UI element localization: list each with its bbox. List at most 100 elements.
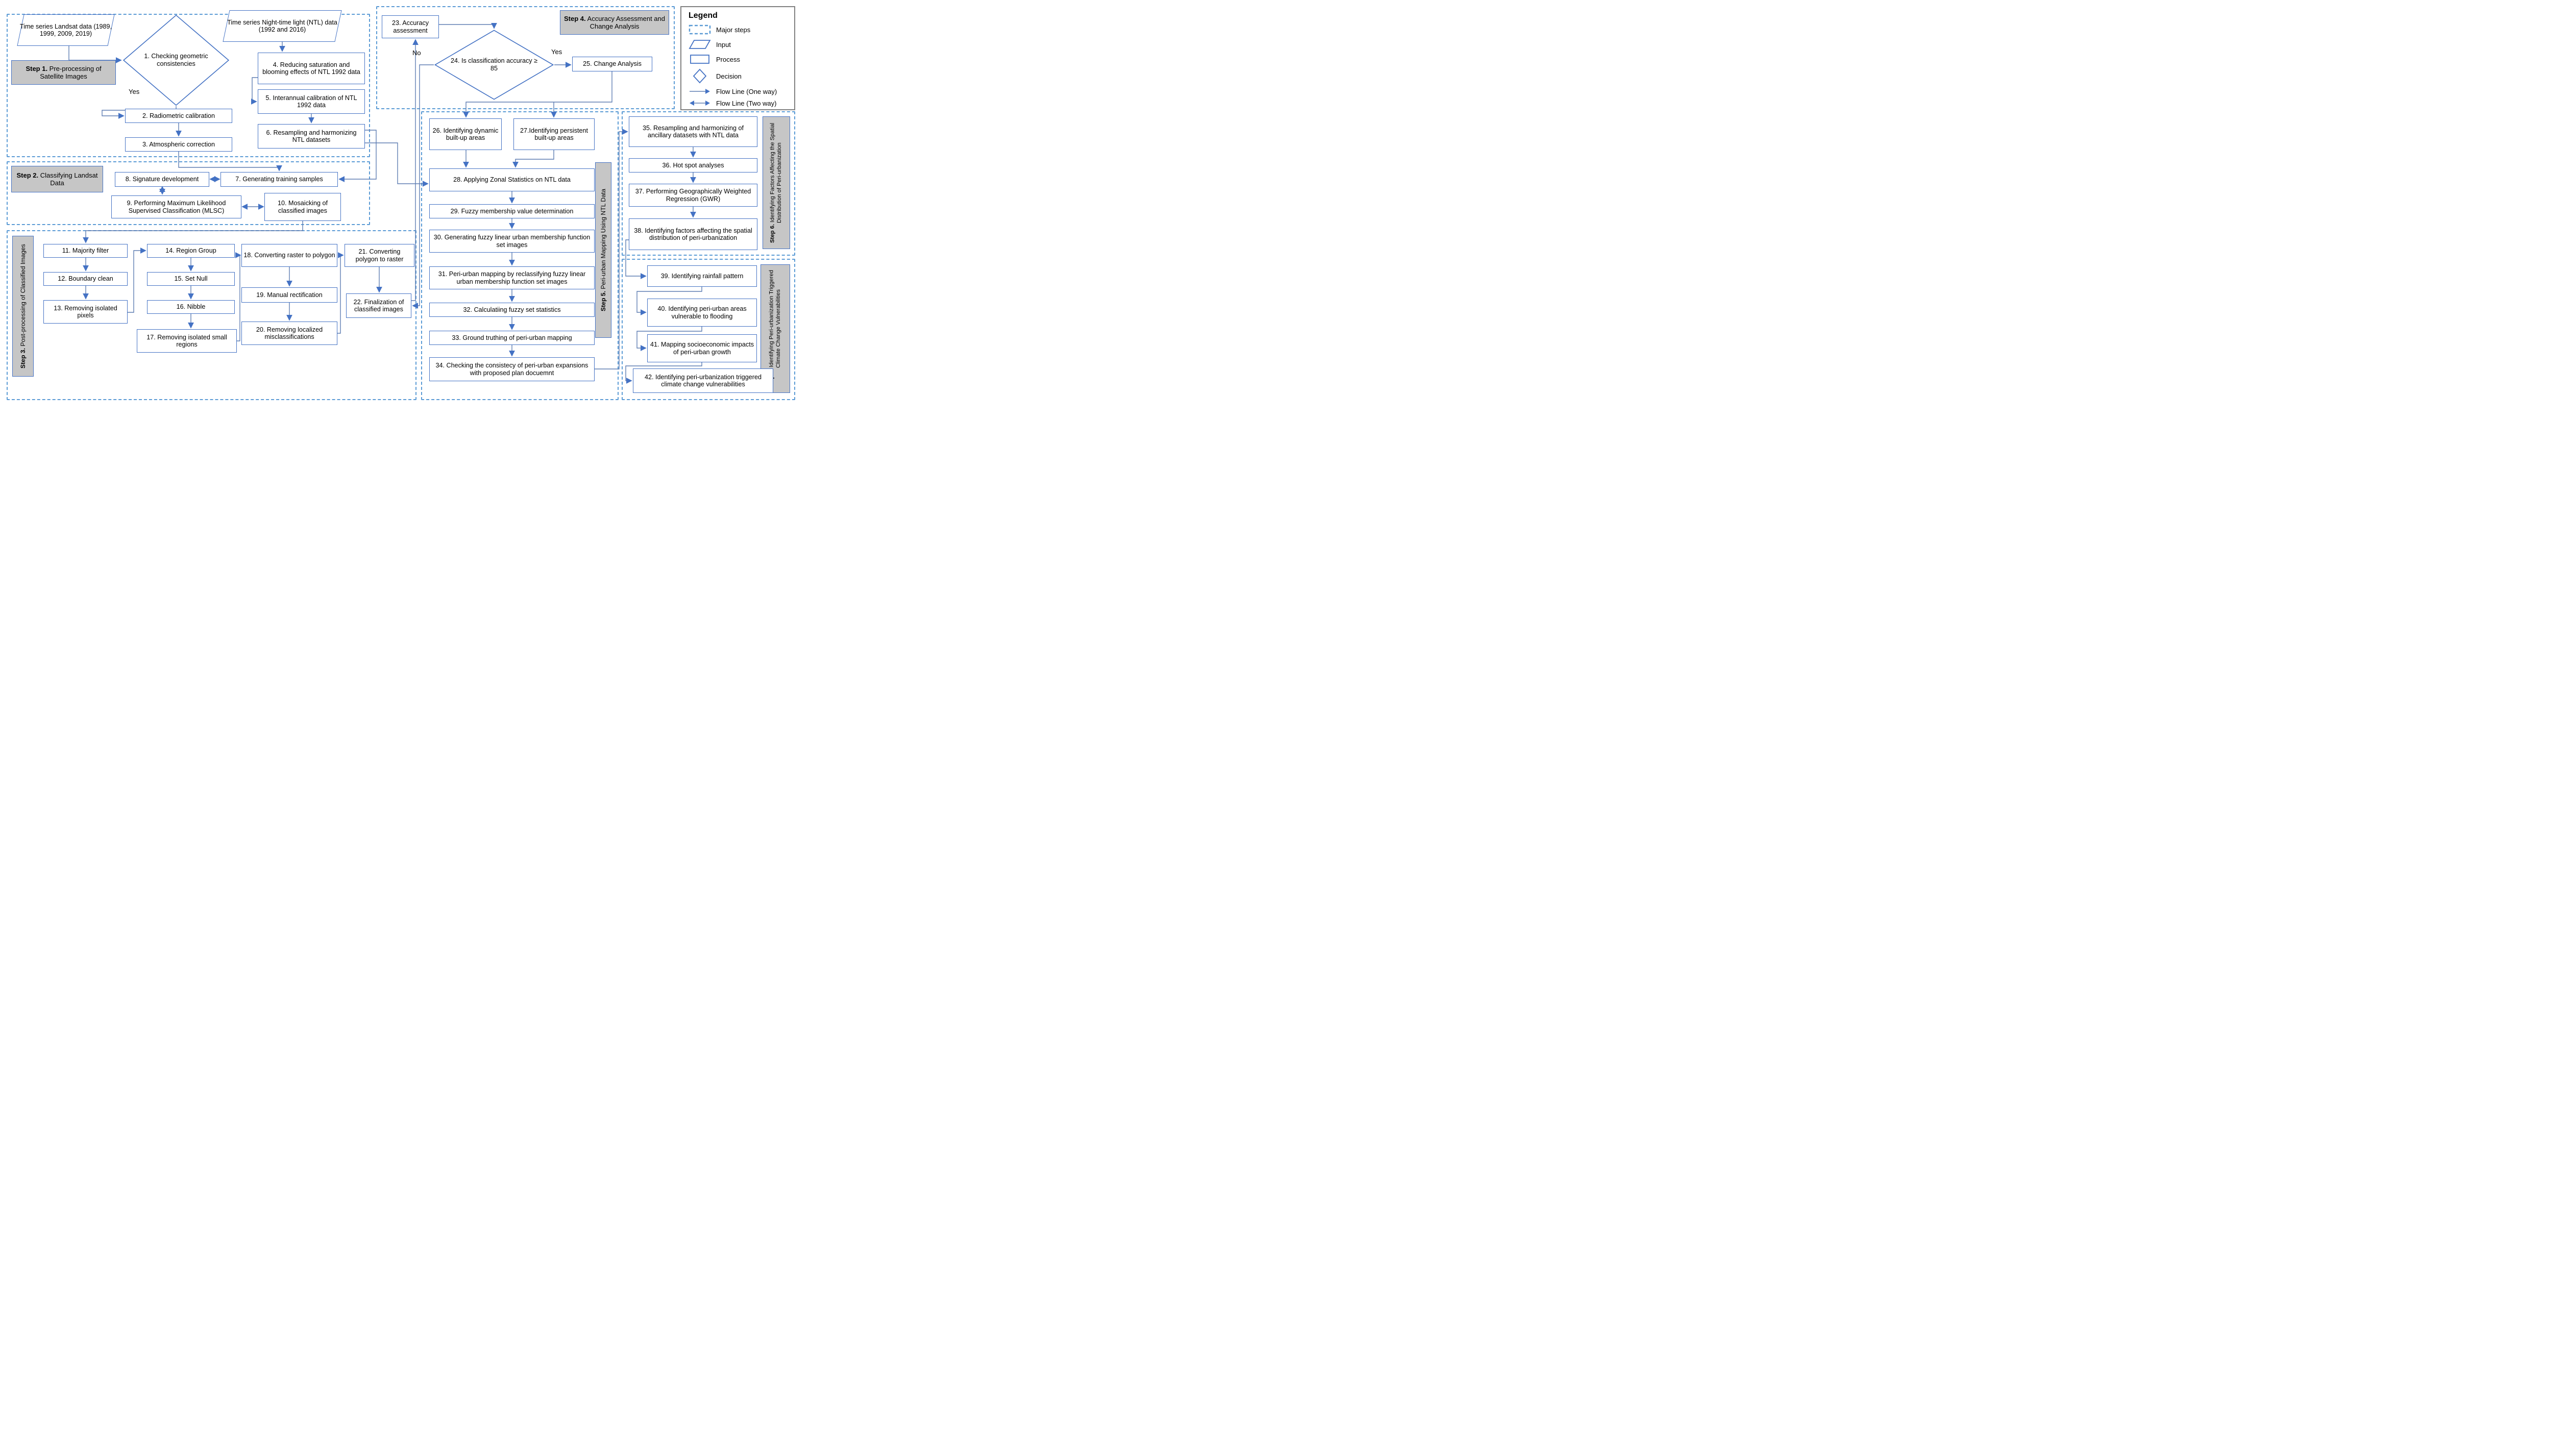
legend-item: Flow Line (One way)	[689, 87, 789, 95]
legend-title: Legend	[689, 11, 718, 20]
process-box-label: 5. Interannual calibration of NTL 1992 d…	[265, 94, 357, 109]
process-box-label: 27.Identifying persistent built-up areas	[520, 127, 588, 141]
process-box-15: 15. Set Null	[147, 272, 235, 286]
input-box-label: Time series Night-time light (NTL) data …	[227, 18, 337, 33]
process-box-36: 36. Hot spot analyses	[629, 158, 757, 172]
process-box-label: 4. Reducing saturation and blooming effe…	[262, 61, 360, 76]
one-way-arrow-icon	[689, 87, 711, 95]
step-label-text: Accuracy Assessment and Change Analysis	[585, 14, 665, 30]
flow-label-yes1: Yes	[129, 88, 140, 95]
process-box-label: 31. Peri-urban mapping by reclassifying …	[438, 270, 586, 285]
step-label-6: Step 6. Identifying Factors Affecting th…	[763, 116, 790, 249]
flow-label-no24: No	[412, 49, 421, 57]
step-label-1: Step 1. Pre-processing of Satellite Imag…	[11, 60, 116, 85]
legend-item-label: Major steps	[716, 26, 751, 34]
process-box-5: 5. Interannual calibration of NTL 1992 d…	[258, 89, 365, 114]
legend-item-label: Input	[716, 40, 731, 48]
process-box-23: 23. Accuracy assessment	[382, 15, 439, 38]
dashed-rect-icon	[689, 24, 711, 35]
diamond-icon	[689, 68, 711, 84]
legend-item-label: Process	[716, 55, 740, 63]
process-box-7: 7. Generating training samples	[220, 172, 338, 187]
legend-item-label: Flow Line (One way)	[716, 87, 777, 95]
process-box-14: 14. Region Group	[147, 244, 235, 258]
process-box-38: 38. Identifying factors affecting the sp…	[629, 218, 757, 250]
process-box-label: 14. Region Group	[165, 247, 216, 255]
process-box-label: 7. Generating training samples	[235, 176, 323, 183]
flowchart-canvas: Step 1. Pre-processing of Satellite Imag…	[0, 0, 800, 406]
legend-item-label: Decision	[716, 72, 742, 80]
process-box-label: 39. Identifying rainfall pattern	[660, 272, 744, 280]
decision-label: 1. Checking geometric consistencies	[144, 52, 208, 67]
input-ntl: Time series Night-time light (NTL) data …	[218, 10, 346, 42]
process-box-34: 34. Checking the consistecy of peri-urba…	[429, 357, 595, 381]
process-box-31: 31. Peri-urban mapping by reclassifying …	[429, 266, 595, 289]
process-box-39: 39. Identifying rainfall pattern	[647, 265, 757, 287]
process-box-13: 13. Removing isolated pixels	[43, 300, 128, 324]
process-box-17: 17. Removing isolated small regions	[137, 329, 237, 353]
process-box-label: 28. Applying Zonal Statistics on NTL dat…	[453, 176, 571, 184]
process-box-40: 40. Identifying peri-urban areas vulnera…	[647, 299, 757, 327]
process-box-35: 35. Resampling and harmonizing of ancill…	[629, 116, 757, 147]
process-box-label: 6. Resampling and harmonizing NTL datase…	[266, 129, 357, 143]
process-box-label: 10. Mosaicking of classified images	[277, 200, 328, 214]
process-box-label: 33. Ground truthing of peri-urban mappin…	[452, 334, 572, 341]
process-box-11: 11. Majority filter	[43, 244, 128, 258]
two-way-arrow-icon	[689, 99, 711, 107]
step-label-text: Pre-processing of Satellite Images	[40, 64, 102, 80]
step-label-text: Post-processing of Classified Images	[19, 244, 27, 348]
step-label-5: Step 5. Peri-urban Mapping Using NTL Dat…	[595, 162, 611, 338]
process-box-29: 29. Fuzzy membership value determination	[429, 204, 595, 218]
step-label-3: Step 3. Post-processing of Classified Im…	[12, 236, 34, 377]
step-label-bold: Step 1.	[26, 64, 48, 72]
process-box-41: 41. Mapping socioeconomic impacts of per…	[647, 334, 757, 362]
process-box-37: 37. Performing Geographically Weighted R…	[629, 184, 757, 207]
process-box-30: 30. Generating fuzzy linear urban member…	[429, 230, 595, 253]
decision-label: 24. Is classification accuracy ≥ 85	[450, 57, 537, 72]
legend-item: Flow Line (Two way)	[689, 99, 789, 107]
step-label-2: Step 2. Classifying Landsat Data	[11, 166, 103, 192]
decision-24: 24. Is classification accuracy ≥ 85	[434, 30, 554, 100]
step-label-text: Identifying Peri-urbanization Triggered …	[768, 269, 781, 369]
process-box-label: 11. Majority filter	[62, 247, 109, 255]
process-box-label: 9. Performing Maximum Likelihood Supervi…	[127, 200, 226, 214]
process-box-label: 13. Removing isolated pixels	[54, 304, 117, 319]
input-box-label: Time series Landsat data (1989, 1999, 20…	[19, 22, 112, 37]
process-box-label: 20. Removing localized misclassification…	[256, 326, 323, 340]
process-box-33: 33. Ground truthing of peri-urban mappin…	[429, 331, 595, 345]
process-box-9: 9. Performing Maximum Likelihood Supervi…	[111, 195, 241, 218]
decision-1: 1. Checking geometric consistencies	[122, 14, 230, 106]
rect-icon	[689, 54, 711, 65]
process-box-20: 20. Removing localized misclassification…	[241, 322, 337, 345]
process-box-26: 26. Identifying dynamic built-up areas	[429, 118, 502, 150]
legend-item: Input	[689, 39, 789, 50]
process-box-label: 41. Mapping socioeconomic impacts of per…	[650, 341, 754, 356]
process-box-label: 26. Identifying dynamic built-up areas	[432, 127, 499, 141]
process-box-label: 35. Resampling and harmonizing of ancill…	[642, 124, 744, 139]
process-box-label: 42. Identifying peri-urbanization trigge…	[645, 373, 762, 388]
process-box-label: 40. Identifying peri-urban areas vulnera…	[657, 305, 747, 320]
process-box-label: 19. Manual rectification	[256, 291, 323, 299]
process-box-label: 37. Performing Geographically Weighted R…	[635, 188, 751, 203]
process-box-label: 22. Finalization of classified images	[353, 298, 404, 313]
step-label-bold: Step 4.	[564, 14, 586, 22]
step-label-4: Step 4. Accuracy Assessment and Change A…	[560, 10, 669, 35]
process-box-19: 19. Manual rectification	[241, 287, 337, 303]
process-box-4: 4. Reducing saturation and blooming effe…	[258, 53, 365, 84]
legend-item: Decision	[689, 68, 789, 84]
process-box-28: 28. Applying Zonal Statistics on NTL dat…	[429, 168, 595, 191]
process-box-label: 30. Generating fuzzy linear urban member…	[433, 234, 591, 249]
legend-item-label: Flow Line (Two way)	[716, 99, 777, 107]
process-box-label: 16. Nibble	[176, 303, 206, 311]
process-box-3: 3. Atmospheric correction	[125, 137, 232, 152]
step-label-bold: Step 5.	[599, 291, 607, 312]
parallelogram-icon	[689, 39, 711, 50]
process-box-2: 2. Radiometric calibration	[125, 109, 232, 123]
step-label-text: Identifying Factors Affecting the Spatia…	[769, 122, 782, 224]
flow-label-yes24: Yes	[551, 48, 562, 56]
process-box-12: 12. Boundary clean	[43, 272, 128, 286]
process-box-label: 8. Signature development	[125, 176, 199, 183]
input-landsat: Time series Landsat data (1989, 1999, 20…	[14, 14, 117, 46]
process-box-6: 6. Resampling and harmonizing NTL datase…	[258, 124, 365, 149]
